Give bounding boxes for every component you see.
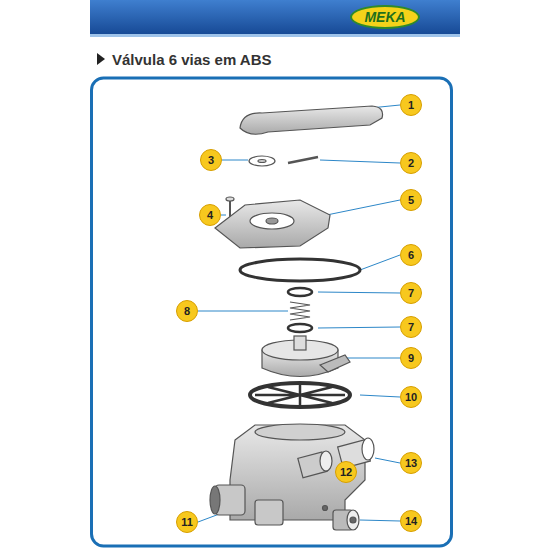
callout-number: 9 xyxy=(400,347,422,369)
title: Válvula 6 vias em ABS xyxy=(112,51,272,68)
callout-text: 11 xyxy=(181,516,193,528)
callout-text: 12 xyxy=(340,466,352,478)
callout-text: 14 xyxy=(405,515,417,527)
callout-text: 8 xyxy=(184,305,190,317)
callout-number: 5 xyxy=(400,189,422,211)
callout-number: 1 xyxy=(400,94,422,116)
callout-text: 10 xyxy=(405,391,417,403)
callout-text: 9 xyxy=(408,352,414,364)
callout-text: 2 xyxy=(408,157,414,169)
callout-number: 13 xyxy=(400,452,422,474)
callout-number: 2 xyxy=(400,152,422,174)
callout-text: 3 xyxy=(208,154,214,166)
logo-text: MEKA xyxy=(364,9,405,25)
callout-number: 7 xyxy=(400,282,422,304)
callout-number: 14 xyxy=(400,510,422,532)
callout-text: 4 xyxy=(207,209,213,221)
callout-text: 1 xyxy=(408,99,414,111)
callout-text: 6 xyxy=(408,249,414,261)
callout-text: 7 xyxy=(408,287,414,299)
callout-number: 12 xyxy=(335,461,357,483)
callout-number: 4 xyxy=(199,204,221,226)
callout-number: 8 xyxy=(176,300,198,322)
brand-logo: MEKA xyxy=(350,5,420,29)
callout-number: 7 xyxy=(400,316,422,338)
callout-text: 7 xyxy=(408,321,414,333)
callout-text: 13 xyxy=(405,457,417,469)
callout-number: 11 xyxy=(176,511,198,533)
callout-number: 3 xyxy=(200,149,222,171)
callout-number: 10 xyxy=(400,386,422,408)
callout-number: 6 xyxy=(400,244,422,266)
callout-text: 5 xyxy=(408,194,414,206)
